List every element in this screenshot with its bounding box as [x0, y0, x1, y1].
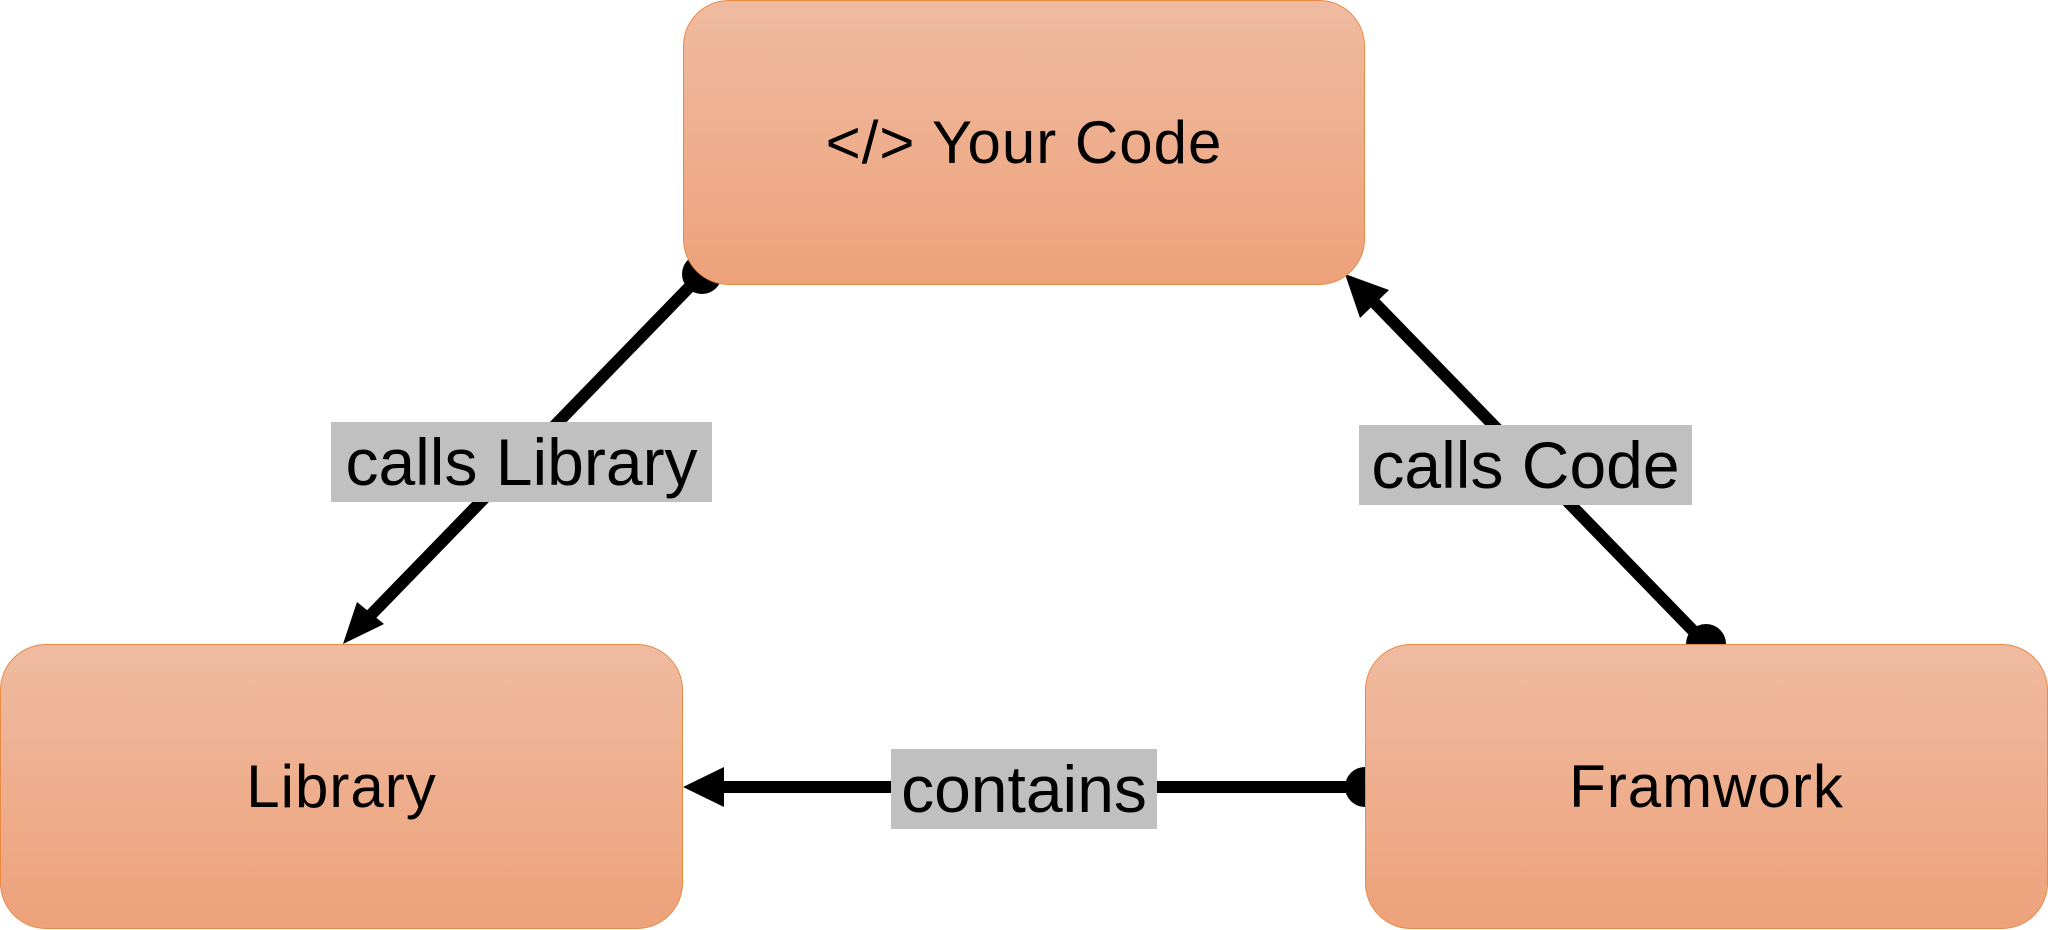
edge-label-calls-code: calls Code: [1359, 425, 1692, 505]
edge-label-calls-library: calls Library: [331, 422, 712, 502]
node-your-code-label: </> Your Code: [825, 109, 1223, 176]
node-library: Library: [0, 644, 683, 929]
edge-calls-code-arrowhead: [1345, 274, 1389, 318]
node-your-code: </> Your Code: [683, 0, 1365, 285]
node-library-label: Library: [246, 753, 437, 820]
node-framework: Framwork: [1365, 644, 2048, 929]
edge-calls-library-arrowhead: [343, 602, 384, 644]
node-framework-label: Framwork: [1569, 753, 1844, 820]
edge-label-contains: contains: [891, 749, 1157, 829]
edge-contains-arrowhead: [683, 767, 724, 807]
